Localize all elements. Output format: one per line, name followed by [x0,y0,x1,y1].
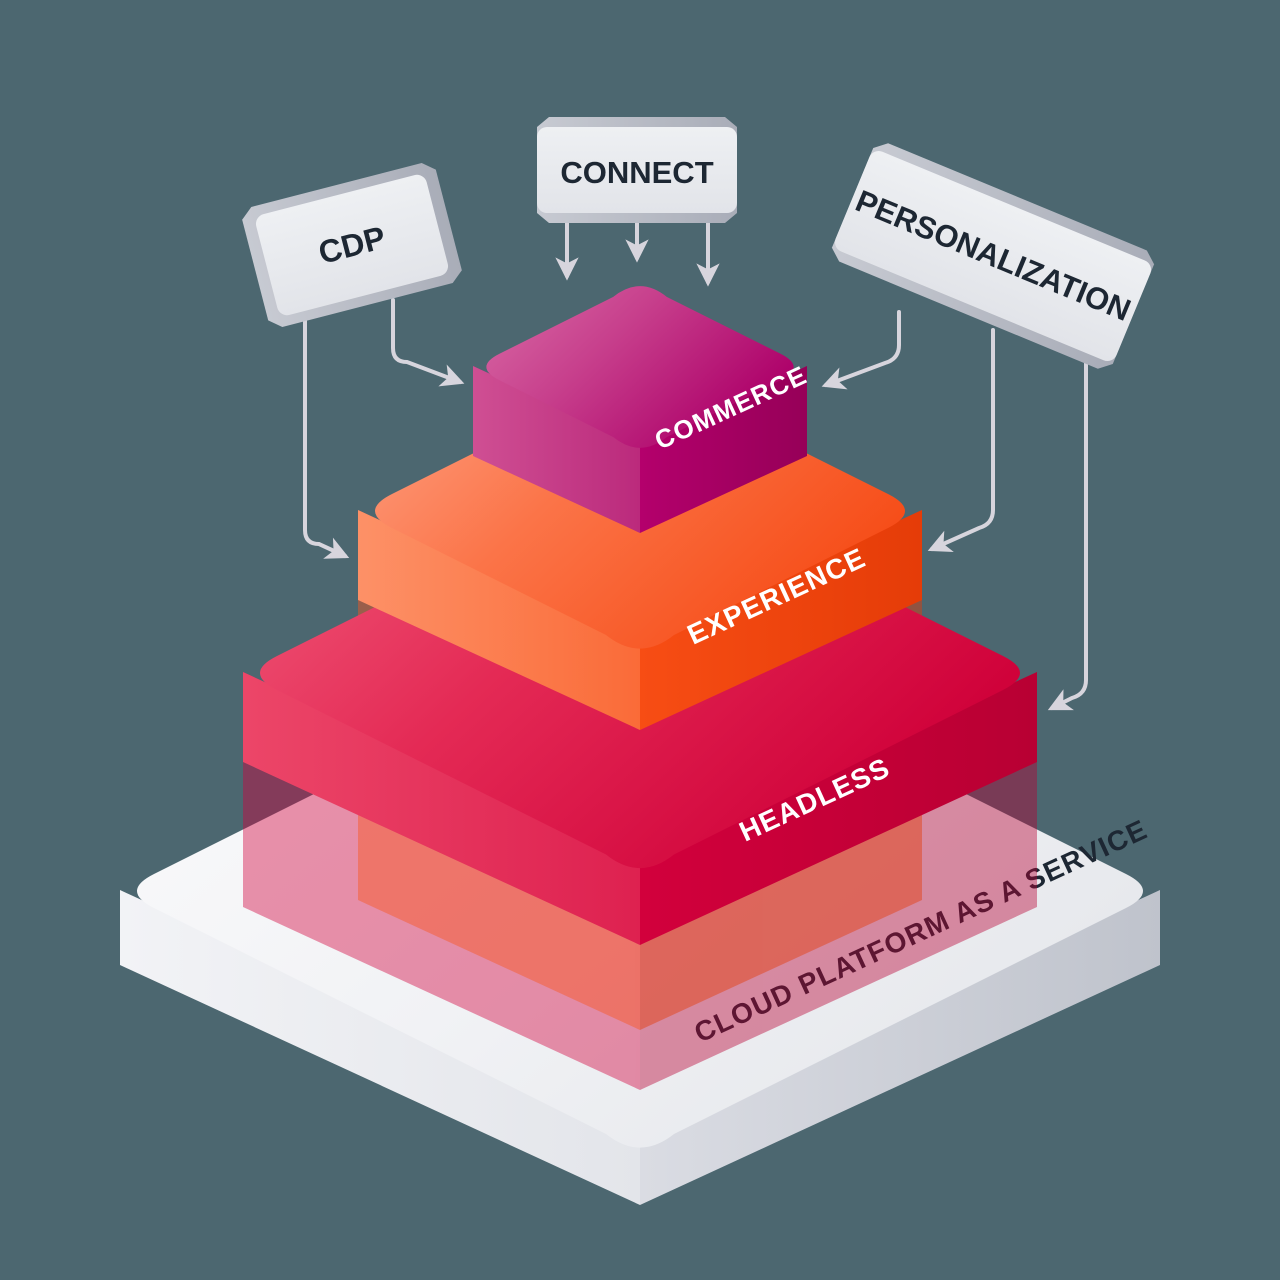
arrow-cdp-to-experience [303,298,350,559]
arrow-group-cdp [303,298,465,559]
base-left-face [120,890,640,1205]
arrow-personalization-to-commerce [821,310,901,390]
arrow-personalization-to-experience [927,328,995,553]
headless-left-face [243,672,640,945]
arrow-cdp-to-commerce [391,298,465,387]
layer-commerce[interactable]: COMMERCE [473,286,812,533]
arrow-group-connect [555,211,720,287]
arrow-personalization-to-headless [1047,351,1088,711]
commerce-left-face [473,366,640,533]
commerce-right-face [640,366,807,533]
callout-cdp[interactable]: CDP [240,160,465,330]
callout-connect[interactable]: CONNECT [537,117,737,223]
connect-plate-face [537,127,737,213]
personalization-plate-face [834,151,1152,361]
headless-right-face [640,672,1037,945]
experience-left-face [358,510,640,730]
base-right-face [640,890,1160,1205]
arrow-group-personalization [821,310,1088,711]
connect-plate-label: CONNECT [560,155,713,190]
callout-personalization[interactable]: PERSONALIZATION [828,139,1158,374]
experience-right-face [640,510,922,730]
commerce-top-face [486,286,794,448]
cdp-plate-face [255,174,449,316]
